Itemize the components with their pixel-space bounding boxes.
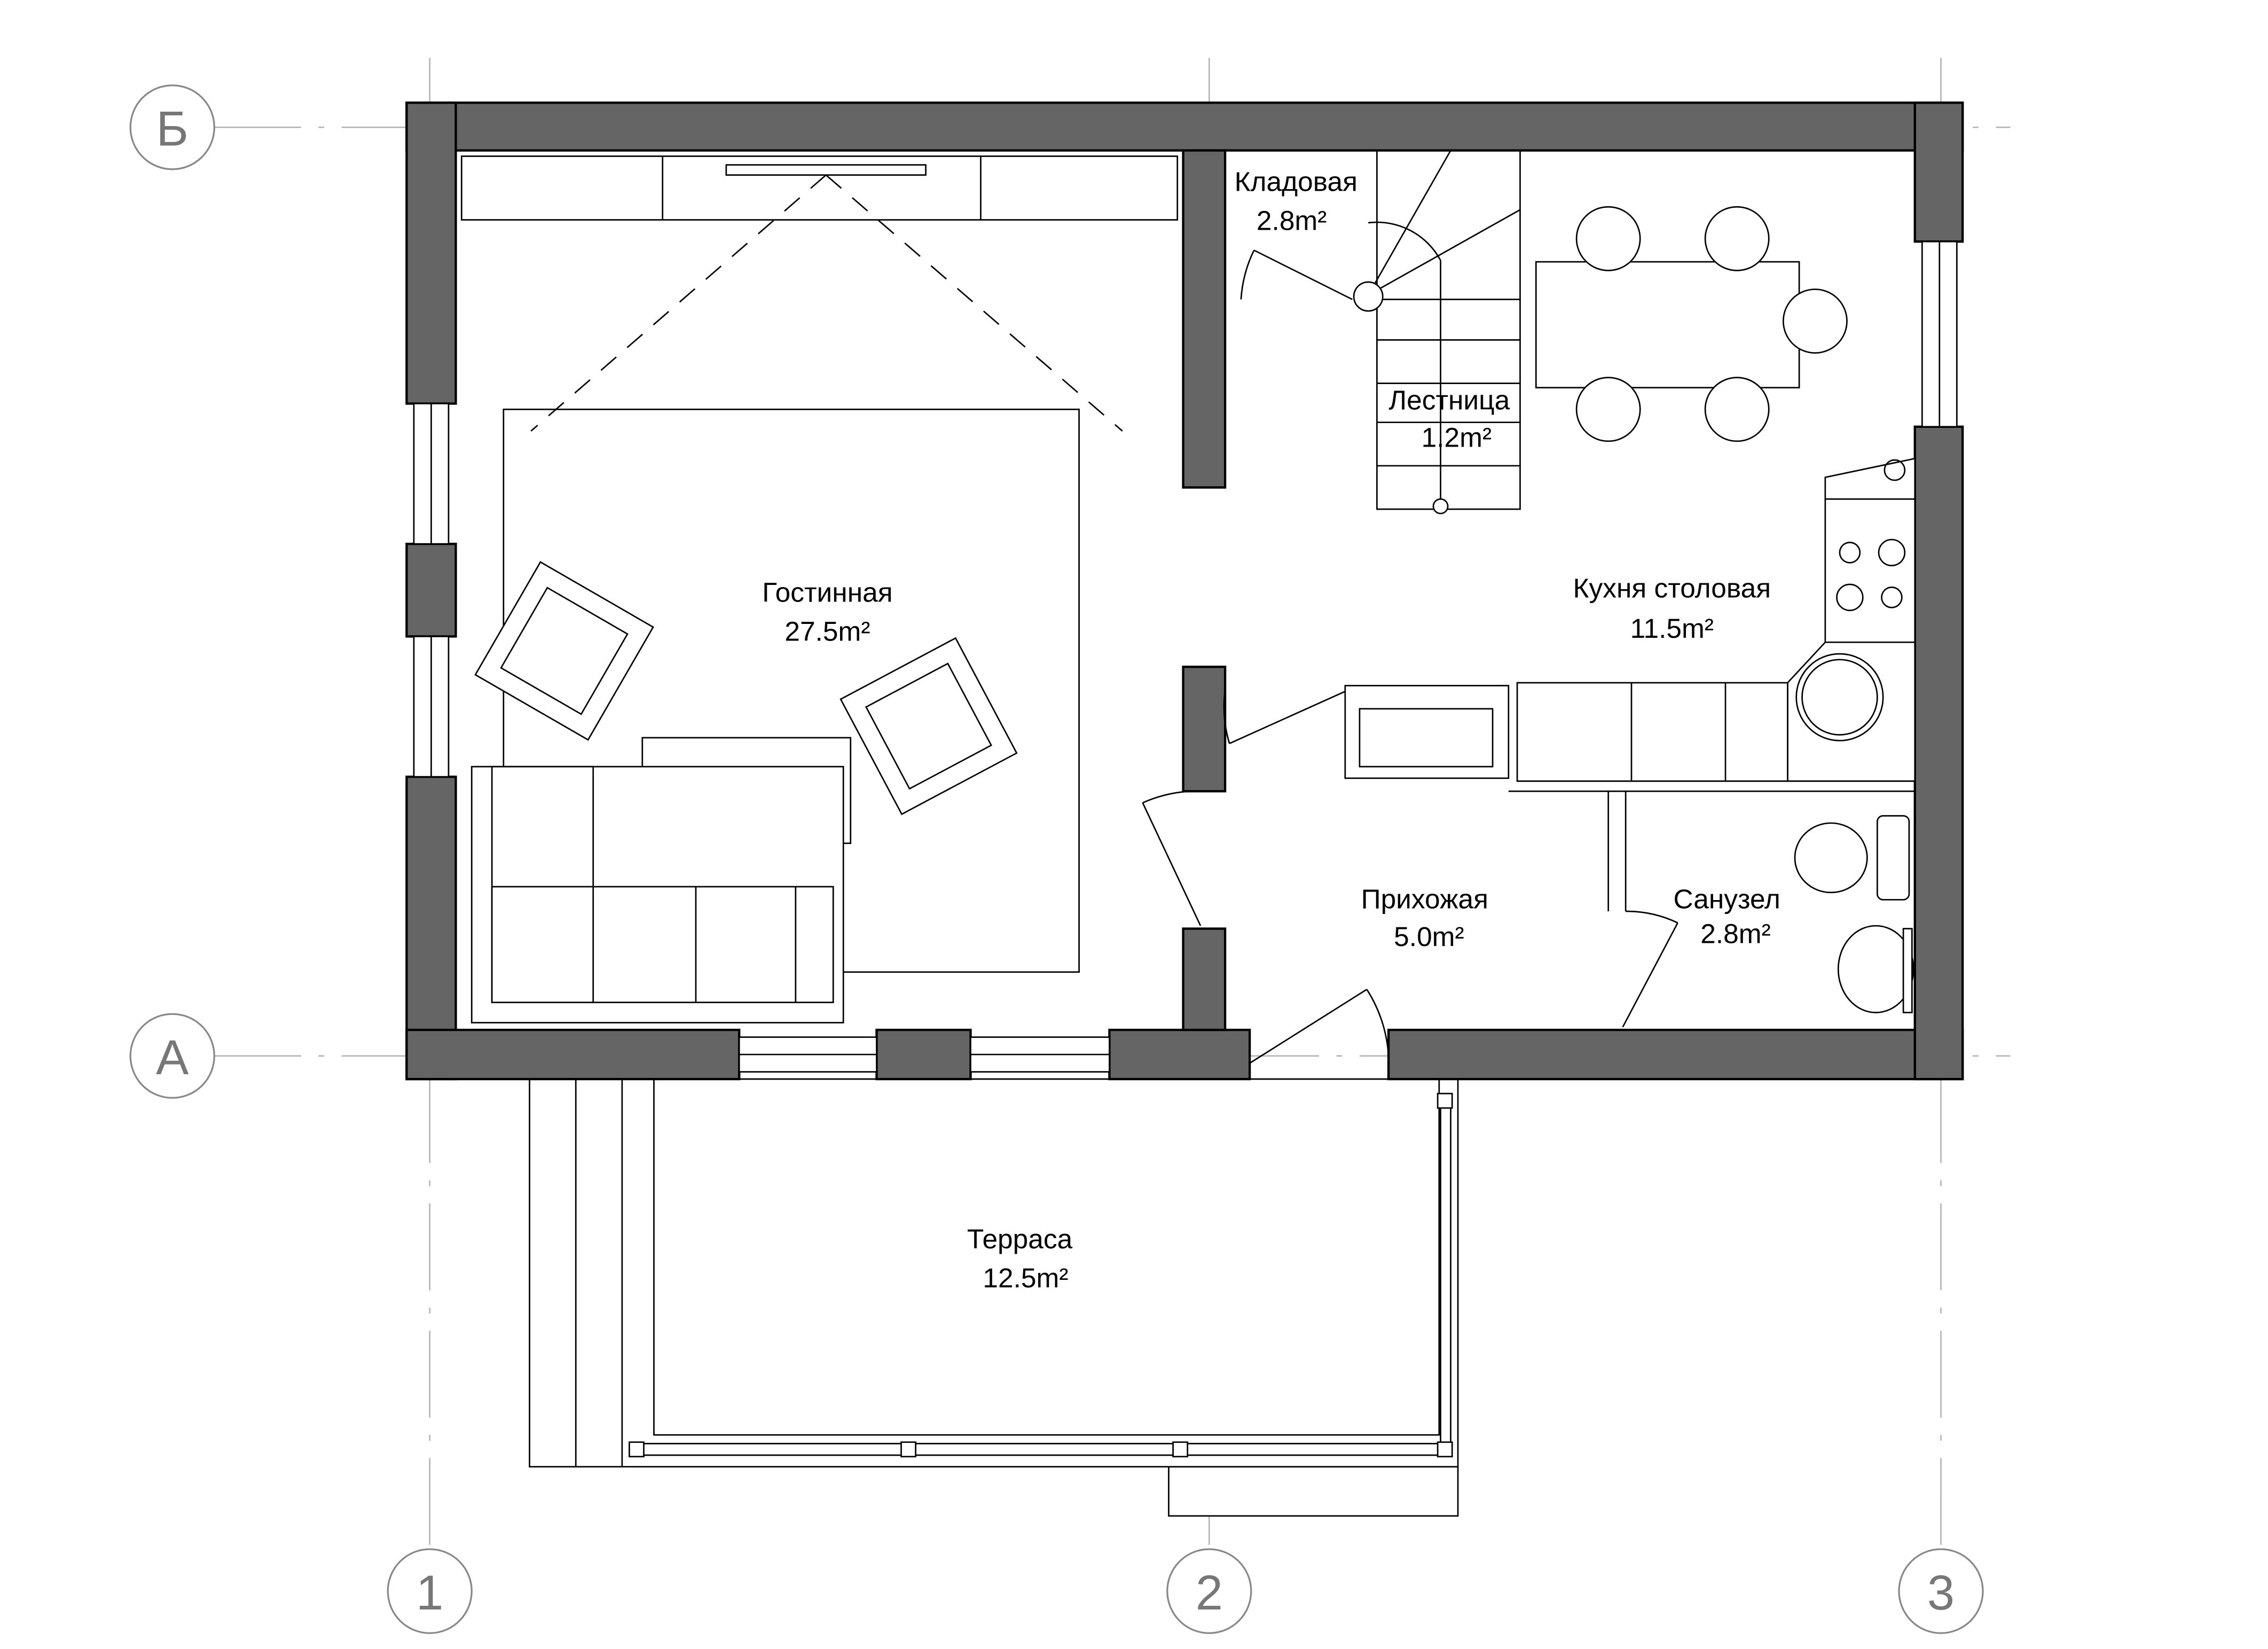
svg-text:Б: Б — [156, 101, 189, 157]
doors — [1142, 249, 1678, 1064]
room-label-bathroom: Санузел 2.8m² — [1674, 884, 1780, 949]
armchair — [474, 561, 654, 741]
svg-text:5.0m²: 5.0m² — [1394, 921, 1464, 952]
axis-marker-1: 1 — [387, 1548, 473, 1634]
tv-unit — [460, 155, 1179, 221]
room-label-living: Гостинная 27.5m² — [762, 576, 892, 646]
sofa — [470, 765, 844, 1023]
svg-text:1: 1 — [416, 1565, 443, 1620]
room-label-terrace: Терраса 12.5m² — [967, 1223, 1073, 1293]
tv-view-lines — [530, 174, 1123, 432]
bathroom-sink — [1837, 925, 1914, 1013]
axis-marker-b: Б — [129, 84, 215, 170]
svg-text:Прихожая: Прихожая — [1361, 884, 1488, 915]
svg-text:2.8m²: 2.8m² — [1700, 918, 1770, 949]
svg-text:1.2m²: 1.2m² — [1422, 422, 1492, 453]
svg-text:3: 3 — [1927, 1565, 1955, 1620]
room-label-kitchen: Кухня столовая 11.5m² — [1573, 572, 1771, 644]
axis-marker-2: 2 — [1166, 1548, 1252, 1634]
terrace — [529, 1078, 1459, 1517]
windows — [413, 240, 1958, 1073]
svg-text:Кладовая: Кладовая — [1235, 166, 1357, 197]
svg-text:Лестница: Лестница — [1388, 384, 1510, 415]
kitchen-counter — [1516, 457, 1916, 782]
svg-text:27.5m²: 27.5m² — [784, 616, 870, 647]
walls — [405, 101, 1964, 1081]
room-label-hall: Прихожая 5.0m² — [1361, 884, 1488, 952]
dining-table — [1535, 206, 1848, 442]
axis-marker-a: А — [129, 1013, 215, 1099]
svg-text:11.5m²: 11.5m² — [1630, 613, 1714, 644]
room-label-storage: Кладовая 2.8m² — [1235, 166, 1357, 236]
svg-text:2.8m²: 2.8m² — [1257, 205, 1327, 236]
armchair — [839, 637, 1018, 815]
radiator — [1344, 685, 1510, 779]
svg-text:2: 2 — [1196, 1565, 1223, 1620]
svg-text:А: А — [156, 1030, 189, 1085]
svg-text:12.5m²: 12.5m² — [983, 1262, 1068, 1293]
svg-text:Санузел: Санузел — [1674, 884, 1780, 915]
staircase — [1353, 150, 1521, 514]
toilet — [1794, 815, 1910, 901]
svg-text:Терраса: Терраса — [967, 1223, 1073, 1254]
axis-marker-3: 3 — [1898, 1548, 1984, 1634]
svg-text:Гостинная: Гостинная — [762, 576, 892, 607]
svg-text:Кухня столовая: Кухня столовая — [1573, 572, 1771, 603]
room-label-stairs: Лестница 1.2m² — [1388, 384, 1510, 452]
